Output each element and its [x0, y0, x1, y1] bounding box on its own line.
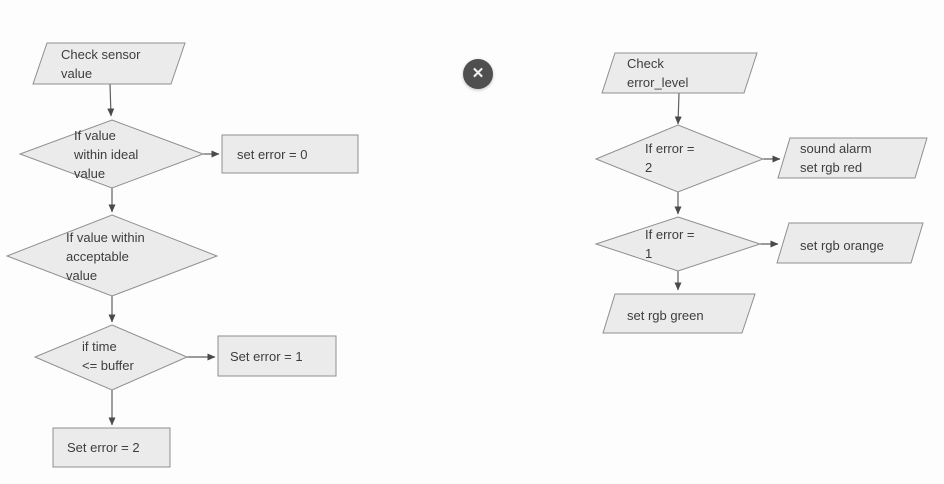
- decision-error-2-diamond: [594, 124, 765, 193]
- alarm-red-parallelogram: [777, 137, 928, 179]
- connector-start-to-ideal: [107, 83, 115, 117]
- start-sensor-parallelogram: [32, 42, 186, 85]
- decision-error-1-diamond: [594, 216, 762, 272]
- set-rgb-green-parallelogram: [602, 293, 756, 334]
- close-icon: ✕: [471, 64, 485, 82]
- close-button[interactable]: ✕: [463, 59, 493, 89]
- decision-time-diamond: [33, 324, 189, 391]
- set-error-0-rect: [221, 134, 359, 174]
- set-error-2-rect: [52, 427, 171, 468]
- connector-start-to-error2check: [674, 92, 682, 125]
- decision-ideal-diamond: [18, 119, 205, 189]
- start-error-level-parallelogram: [601, 52, 758, 94]
- decision-acceptable-diamond: [5, 214, 219, 297]
- set-rgb-orange-parallelogram: [776, 222, 924, 264]
- set-error-1-rect: [217, 335, 337, 377]
